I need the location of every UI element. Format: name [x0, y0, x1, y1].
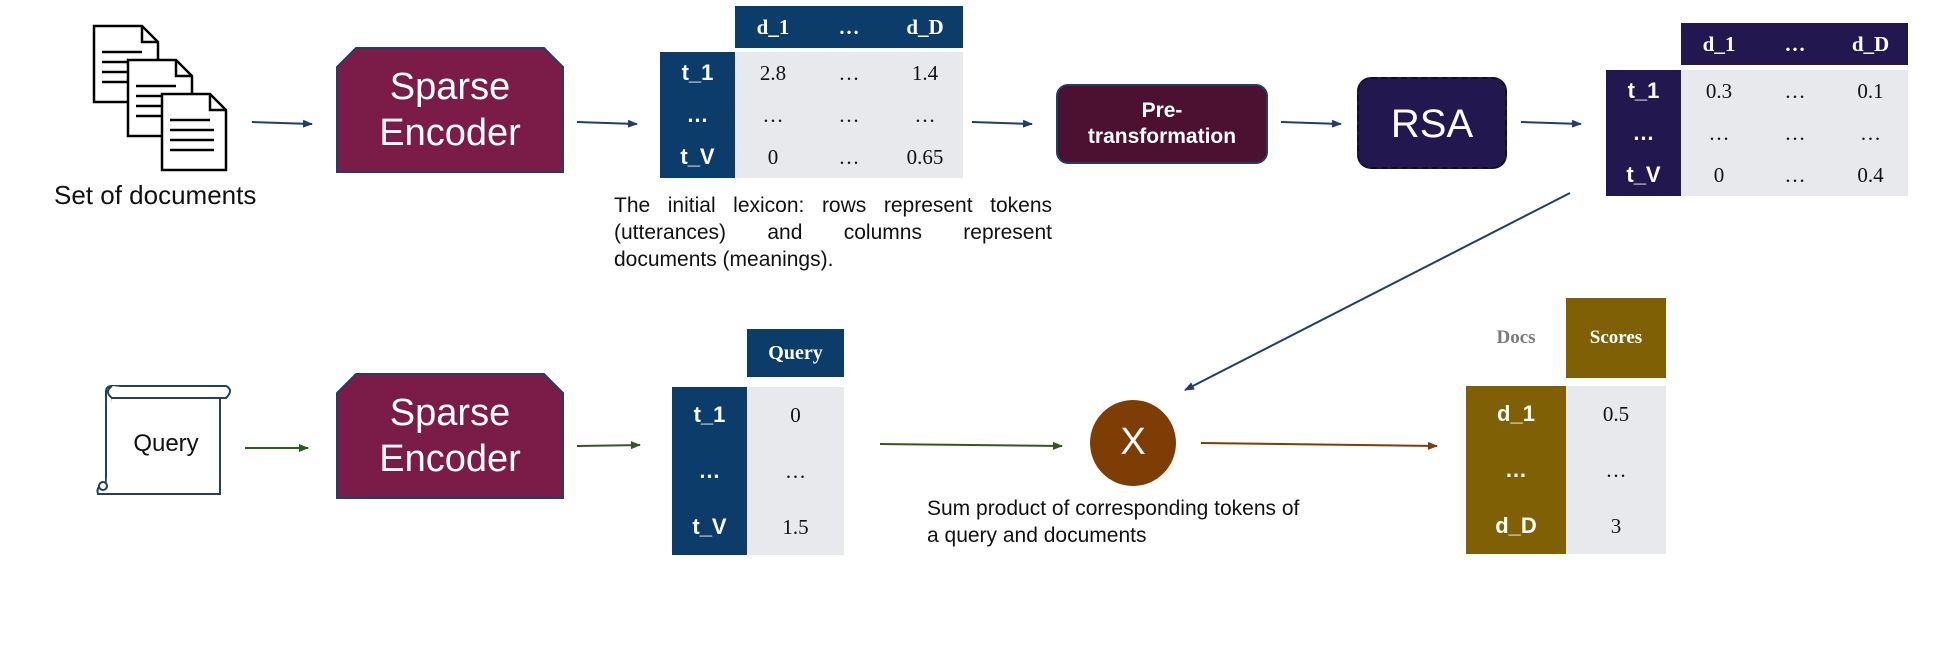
arrow-docs-to-encoder [251, 119, 313, 128]
arrow-query-table-to-product [879, 441, 1063, 450]
lexicon-cell: 2.8 [735, 52, 811, 94]
rsa-cell: 0.1 [1833, 70, 1908, 112]
product-operator: X [1090, 400, 1176, 486]
arrow-rsa-table-to-product [1184, 192, 1571, 391]
sparse-encoder-top: Sparse Encoder [336, 47, 564, 173]
arrow-encoder-to-query-table [576, 441, 641, 450]
product-caption-line2: a query and documents [927, 524, 1147, 547]
encoder-top-line1: Sparse [389, 66, 511, 108]
sparse-encoder-bottom: Sparse Encoder [336, 373, 564, 499]
query-row-label: t_V [672, 499, 747, 555]
rsa-col-header: d_1 [1681, 23, 1757, 65]
scores-table: Docs Scores d_1 0.5 … … d_D 3 [1466, 298, 1666, 554]
encoder-bottom-line1: Sparse [389, 392, 511, 434]
lexicon-col-header: d_D [887, 6, 963, 48]
rsa-cell: … [1757, 70, 1833, 112]
lexicon-row-label: t_V [660, 136, 735, 178]
rsa-cell: … [1833, 112, 1908, 154]
lexicon-caption: The initial lexicon: rows represent toke… [614, 194, 1052, 271]
query-label: Query [133, 430, 199, 457]
arrow-product-to-scores [1200, 441, 1438, 450]
scores-col-docs: Docs [1496, 327, 1536, 348]
scores-row-label: … [1466, 442, 1566, 498]
lexicon-table: d_1 … d_D t_1 2.8 … 1.4 … … … … t_V 0 … … [660, 6, 963, 178]
scores-cell: 0.5 [1566, 386, 1666, 442]
pretransformation-line1: Pre- [1141, 99, 1183, 122]
scores-row-label: d_1 [1466, 386, 1566, 442]
arrow-pretransformation-to-rsa [1280, 119, 1342, 128]
rsa-col-header: … [1757, 23, 1833, 65]
rsa-col-header: d_D [1833, 23, 1908, 65]
lexicon-cell: … [887, 94, 963, 136]
rsa-cell: 0 [1681, 154, 1757, 196]
rsa-cell: 0.4 [1833, 154, 1908, 196]
encoder-bottom-line2: Encoder [379, 438, 521, 480]
query-cell: 0 [747, 387, 844, 443]
encoder-top-line2: Encoder [379, 112, 521, 154]
lexicon-cell: 0 [735, 136, 811, 178]
rsa-box: RSA [1357, 77, 1507, 169]
lexicon-row-label: t_1 [660, 52, 735, 94]
rsa-row-label: t_1 [1606, 70, 1681, 112]
product-symbol: X [1120, 421, 1146, 463]
lexicon-row-label: … [660, 94, 735, 136]
arrow-encoder-to-lexicon [576, 119, 638, 128]
query-cell: 1.5 [747, 499, 844, 555]
lexicon-cell: … [735, 94, 811, 136]
lexicon-col-header: d_1 [735, 6, 811, 48]
query-col-header: Query [747, 329, 844, 377]
query-table: Query t_1 0 … … t_V 1.5 [672, 329, 844, 555]
rsa-cell: 0.3 [1681, 70, 1757, 112]
rsa-label: RSA [1390, 102, 1474, 146]
lexicon-cell: … [811, 52, 887, 94]
scroll-icon [96, 384, 231, 495]
scores-col-scores: Scores [1566, 298, 1666, 378]
scores-cell: 3 [1566, 498, 1666, 554]
product-caption: Sum product of corresponding tokens of a… [927, 495, 1367, 549]
arrow-rsa-to-table [1520, 119, 1582, 128]
query-row-label: … [672, 443, 747, 499]
lexicon-cell: 0.65 [887, 136, 963, 178]
rsa-cell: … [1757, 154, 1833, 196]
scores-cell: … [1566, 442, 1666, 498]
arrow-lexicon-to-pretransformation [971, 119, 1033, 128]
pretransformation-line2: transformation [1087, 125, 1237, 148]
rsa-cell: … [1757, 112, 1833, 154]
lexicon-cell: … [811, 136, 887, 178]
query-row-label: t_1 [672, 387, 747, 443]
rsa-row-label: t_V [1606, 154, 1681, 196]
documents-icon [92, 24, 228, 172]
query-cell: … [747, 443, 844, 499]
rsa-cell: … [1681, 112, 1757, 154]
rsa-table: d_1 … d_D t_1 0.3 … 0.1 … … … … t_V 0 … … [1606, 23, 1908, 196]
lexicon-cell: 1.4 [887, 52, 963, 94]
pretransformation-box: Pre- transformation [1056, 84, 1268, 164]
rsa-row-label: … [1606, 112, 1681, 154]
scores-row-label: d_D [1466, 498, 1566, 554]
lexicon-col-header: … [811, 6, 887, 48]
product-caption-line1: Sum product of corresponding tokens of [927, 497, 1300, 520]
lexicon-cell: … [811, 94, 887, 136]
documents-label: Set of documents [54, 180, 257, 210]
